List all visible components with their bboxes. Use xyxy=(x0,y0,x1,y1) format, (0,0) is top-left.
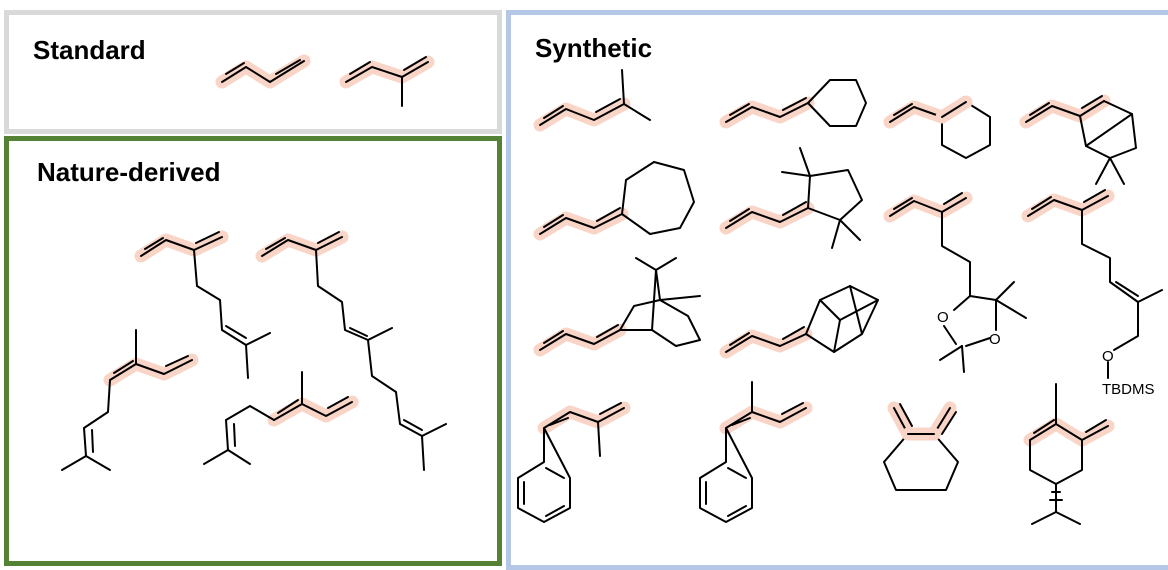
molecule-dimethylenecyclohexane xyxy=(883,401,959,491)
molecule-beta-ocimene xyxy=(203,371,359,465)
molecule-isoprene xyxy=(339,55,435,107)
molecule-tbdms-ether-diene: O TBDMS xyxy=(1021,189,1163,398)
molecule-vinylpinene xyxy=(1019,94,1137,185)
molecule-vinylcyclohexene xyxy=(883,95,991,159)
molecule-limonene-derived-diene xyxy=(1023,383,1115,525)
molecule-tetramethylcyclopentylidene xyxy=(719,147,863,249)
molecule-farnesene xyxy=(255,230,447,471)
panel-standard: Standard xyxy=(4,10,502,134)
panel-title-nature-derived: Nature-derived xyxy=(37,157,221,187)
oxygen-atom-label: O xyxy=(989,331,1001,348)
oxygen-atom-label: O xyxy=(937,309,949,326)
panel-title-standard: Standard xyxy=(33,35,146,65)
molecule-allylidene-cyclohexane xyxy=(719,79,867,129)
molecule-allylidene-cycloheptane xyxy=(533,161,695,241)
oxygen-atom-label: O xyxy=(1102,348,1114,365)
molecule-ocimene xyxy=(61,329,199,471)
molecule-methylpentadiene xyxy=(533,69,651,132)
tbdms-label: TBDMS xyxy=(1102,381,1155,398)
molecule-phenyl-methylbutadiene xyxy=(699,381,813,523)
molecule-dioxolane-diene: O O xyxy=(883,191,1027,373)
molecule-myrcene xyxy=(134,230,271,379)
panel-title-synthetic: Synthetic xyxy=(535,33,653,63)
molecule-butadiene xyxy=(215,54,311,89)
molecule-camphor-derived-diene xyxy=(533,257,701,357)
molecule-adamantylidene-diene xyxy=(719,285,879,359)
molecule-phenyl-isoprene xyxy=(517,401,631,523)
